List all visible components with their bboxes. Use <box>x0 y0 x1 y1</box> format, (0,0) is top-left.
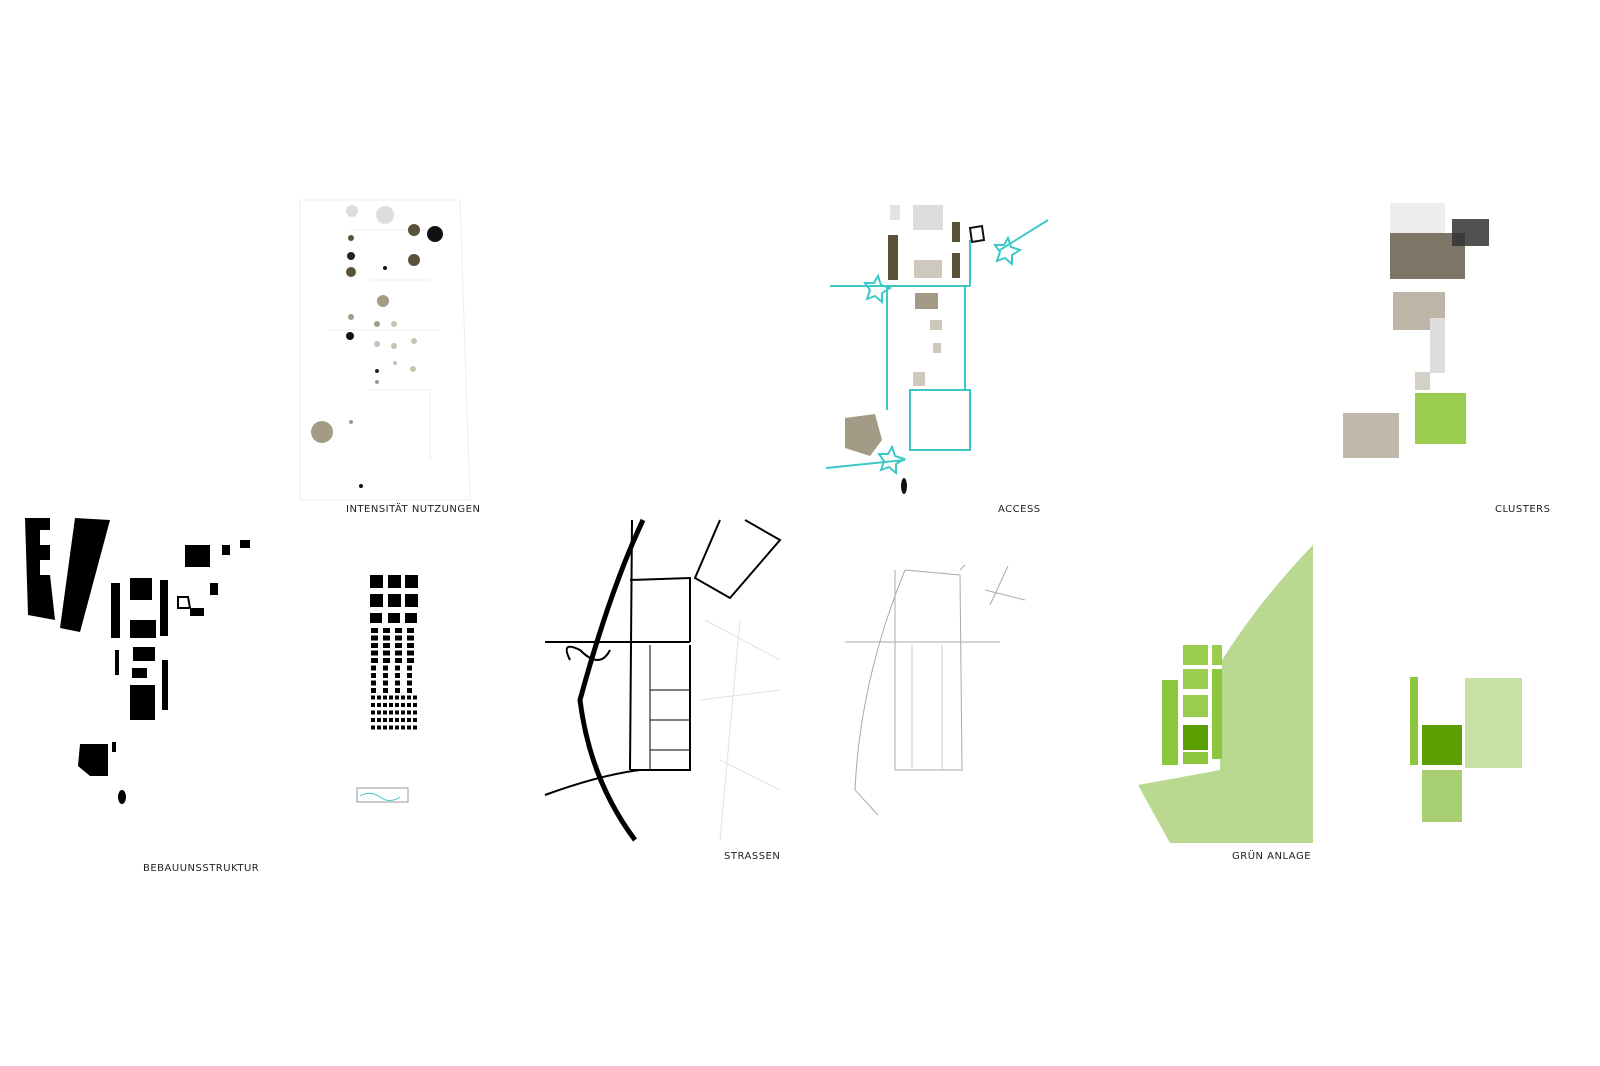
legend-line <box>359 792 401 801</box>
density-dot <box>371 635 378 641</box>
density-dot <box>395 643 402 648</box>
density-dot <box>377 710 381 715</box>
density-dot <box>389 718 393 722</box>
density-dot <box>407 628 414 633</box>
density-dot <box>389 725 393 730</box>
density-dot <box>395 688 400 693</box>
density-dot <box>377 725 381 730</box>
density-dot <box>371 628 378 633</box>
density-dot <box>371 643 378 648</box>
access-map <box>825 205 1049 494</box>
density-dot <box>383 710 387 715</box>
density-dot <box>407 643 414 648</box>
density-dot <box>395 703 399 707</box>
density-dot <box>407 695 411 700</box>
density-dot <box>407 710 411 715</box>
density-dot <box>407 725 411 730</box>
density-dot <box>413 703 417 707</box>
density-dot <box>383 718 387 722</box>
density-dot <box>389 703 393 707</box>
label-intensitaet: INTENSITÄT NUTZUNGEN <box>346 504 481 515</box>
density-dot <box>371 710 375 715</box>
density-dot <box>395 680 400 686</box>
density-dot <box>371 658 378 663</box>
density-dot <box>383 673 388 678</box>
density-dot <box>371 665 376 671</box>
density-dot <box>395 725 399 730</box>
density-dot <box>395 718 399 722</box>
streets-map <box>544 518 782 842</box>
density-dot <box>383 688 388 693</box>
density-dot <box>407 703 411 707</box>
density-dot <box>377 718 381 722</box>
green-map <box>1138 545 1313 843</box>
density-dot <box>407 673 412 678</box>
density-dot <box>383 650 390 656</box>
density-dot <box>407 718 411 722</box>
density-dot <box>407 635 414 641</box>
legend-box <box>356 787 409 803</box>
density-dot <box>371 718 375 722</box>
density-dot <box>371 650 378 656</box>
label-bebauung: BEBAUUNSSTRUKTUR <box>143 863 260 874</box>
label-strassen: STRASSEN <box>724 851 781 862</box>
density-dot <box>383 695 387 700</box>
density-dot <box>371 703 375 707</box>
density-dot <box>401 710 405 715</box>
density-dot <box>383 680 388 686</box>
green-clusters-map <box>1410 677 1522 822</box>
density-dot <box>407 658 414 663</box>
density-dot <box>383 665 388 671</box>
density-dot <box>395 710 399 715</box>
density-dot <box>383 643 390 648</box>
paths-map <box>845 564 1026 816</box>
density-dot <box>395 635 402 641</box>
density-dot <box>383 703 387 707</box>
label-gruen: GRÜN ANLAGE <box>1232 851 1312 862</box>
density-dot <box>371 695 375 700</box>
density-dot <box>395 658 402 663</box>
density-dot <box>389 695 393 700</box>
density-dot <box>371 688 376 693</box>
clusters-map <box>1343 203 1489 458</box>
density-dot <box>413 695 417 700</box>
density-dots <box>371 628 417 730</box>
density-dot <box>407 680 412 686</box>
density-dot <box>383 628 390 633</box>
density-dot <box>395 695 399 700</box>
density-dot <box>401 718 405 722</box>
density-dot <box>371 725 375 730</box>
density-dot <box>413 710 417 715</box>
density-dot <box>413 725 417 730</box>
density-dot <box>371 673 376 678</box>
density-dot <box>383 658 390 663</box>
density-dot <box>395 673 400 678</box>
density-dot <box>383 725 387 730</box>
building-structure-map <box>25 518 250 804</box>
label-access: ACCESS <box>998 504 1041 515</box>
density-dot <box>377 703 381 707</box>
density-dot <box>395 665 400 671</box>
density-dot <box>413 718 417 722</box>
density-dot <box>389 710 393 715</box>
density-dot <box>401 695 405 700</box>
density-dot <box>401 725 405 730</box>
density-dot <box>407 688 412 693</box>
label-clusters: CLUSTERS <box>1495 504 1551 515</box>
density-dot <box>401 703 405 707</box>
density-dot <box>371 680 376 686</box>
intensity-map <box>299 199 471 501</box>
density-dot <box>377 695 381 700</box>
density-dot <box>407 650 414 656</box>
density-dot <box>383 635 390 641</box>
density-dot <box>395 650 402 656</box>
density-grid <box>370 575 418 623</box>
density-dot <box>395 628 402 633</box>
density-dot <box>407 665 412 671</box>
